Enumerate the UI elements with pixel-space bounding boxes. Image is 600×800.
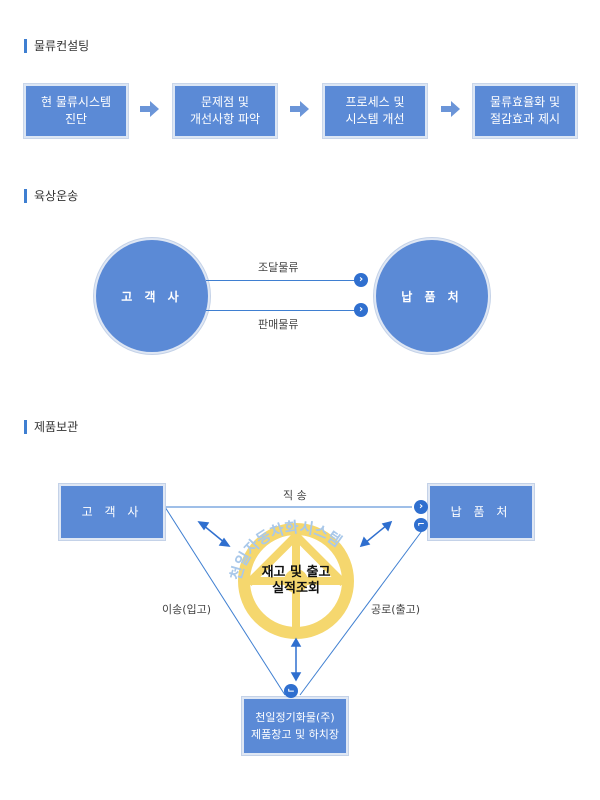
edge-label-direct: 직 송 — [283, 489, 307, 502]
section-title-land-transport: 육상운송 — [24, 189, 78, 203]
step-box-diagnosis: 현 물류시스템 진단 — [24, 84, 128, 138]
storage-destination-box: 납 품 처 — [428, 484, 534, 540]
edge-label-road-out: 공로(출고) — [371, 603, 421, 616]
flow-line-procurement — [206, 280, 356, 281]
storage-customer-box: 고 객 사 — [59, 484, 165, 540]
step-box-problems: 문제점 및 개선사항 파악 — [173, 84, 277, 138]
storage-warehouse-box: 천일정기화물(주) 제품창고 및 하치장 — [242, 697, 348, 755]
flow-label-procurement: 조달물류 — [258, 261, 299, 274]
flow-line-sales — [206, 310, 356, 311]
center-inventory-label: 재고 및 출고 실적조회 — [261, 565, 331, 596]
chevron-right-icon: › — [354, 303, 368, 317]
section-title-storage: 제품보관 — [24, 420, 78, 434]
step-arrow-icon — [441, 101, 460, 117]
step-box-efficiency: 물류효율화 및 절감효과 제시 — [473, 84, 577, 138]
flow-label-sales: 판매물류 — [258, 318, 299, 331]
step-arrow-icon — [290, 101, 309, 117]
corner-arrow-icon: ⌐ — [414, 518, 428, 532]
node-destination-circle: 납 품 처 — [374, 238, 490, 354]
step-box-process: 프로세스 및 시스템 개선 — [323, 84, 427, 138]
chevron-right-icon: › — [414, 500, 428, 514]
chevron-right-icon: › — [354, 273, 368, 287]
edge-label-transfer-in: 이송(입고) — [162, 603, 212, 616]
step-arrow-icon — [140, 101, 159, 117]
storage-diagram-lines: 천일자동차화시스템 — [164, 506, 431, 696]
node-customer-circle: 고 객 사 — [94, 238, 210, 354]
corner-arrow-icon: ⌙ — [284, 684, 298, 698]
section-title-consulting: 물류컨설팅 — [24, 39, 89, 53]
